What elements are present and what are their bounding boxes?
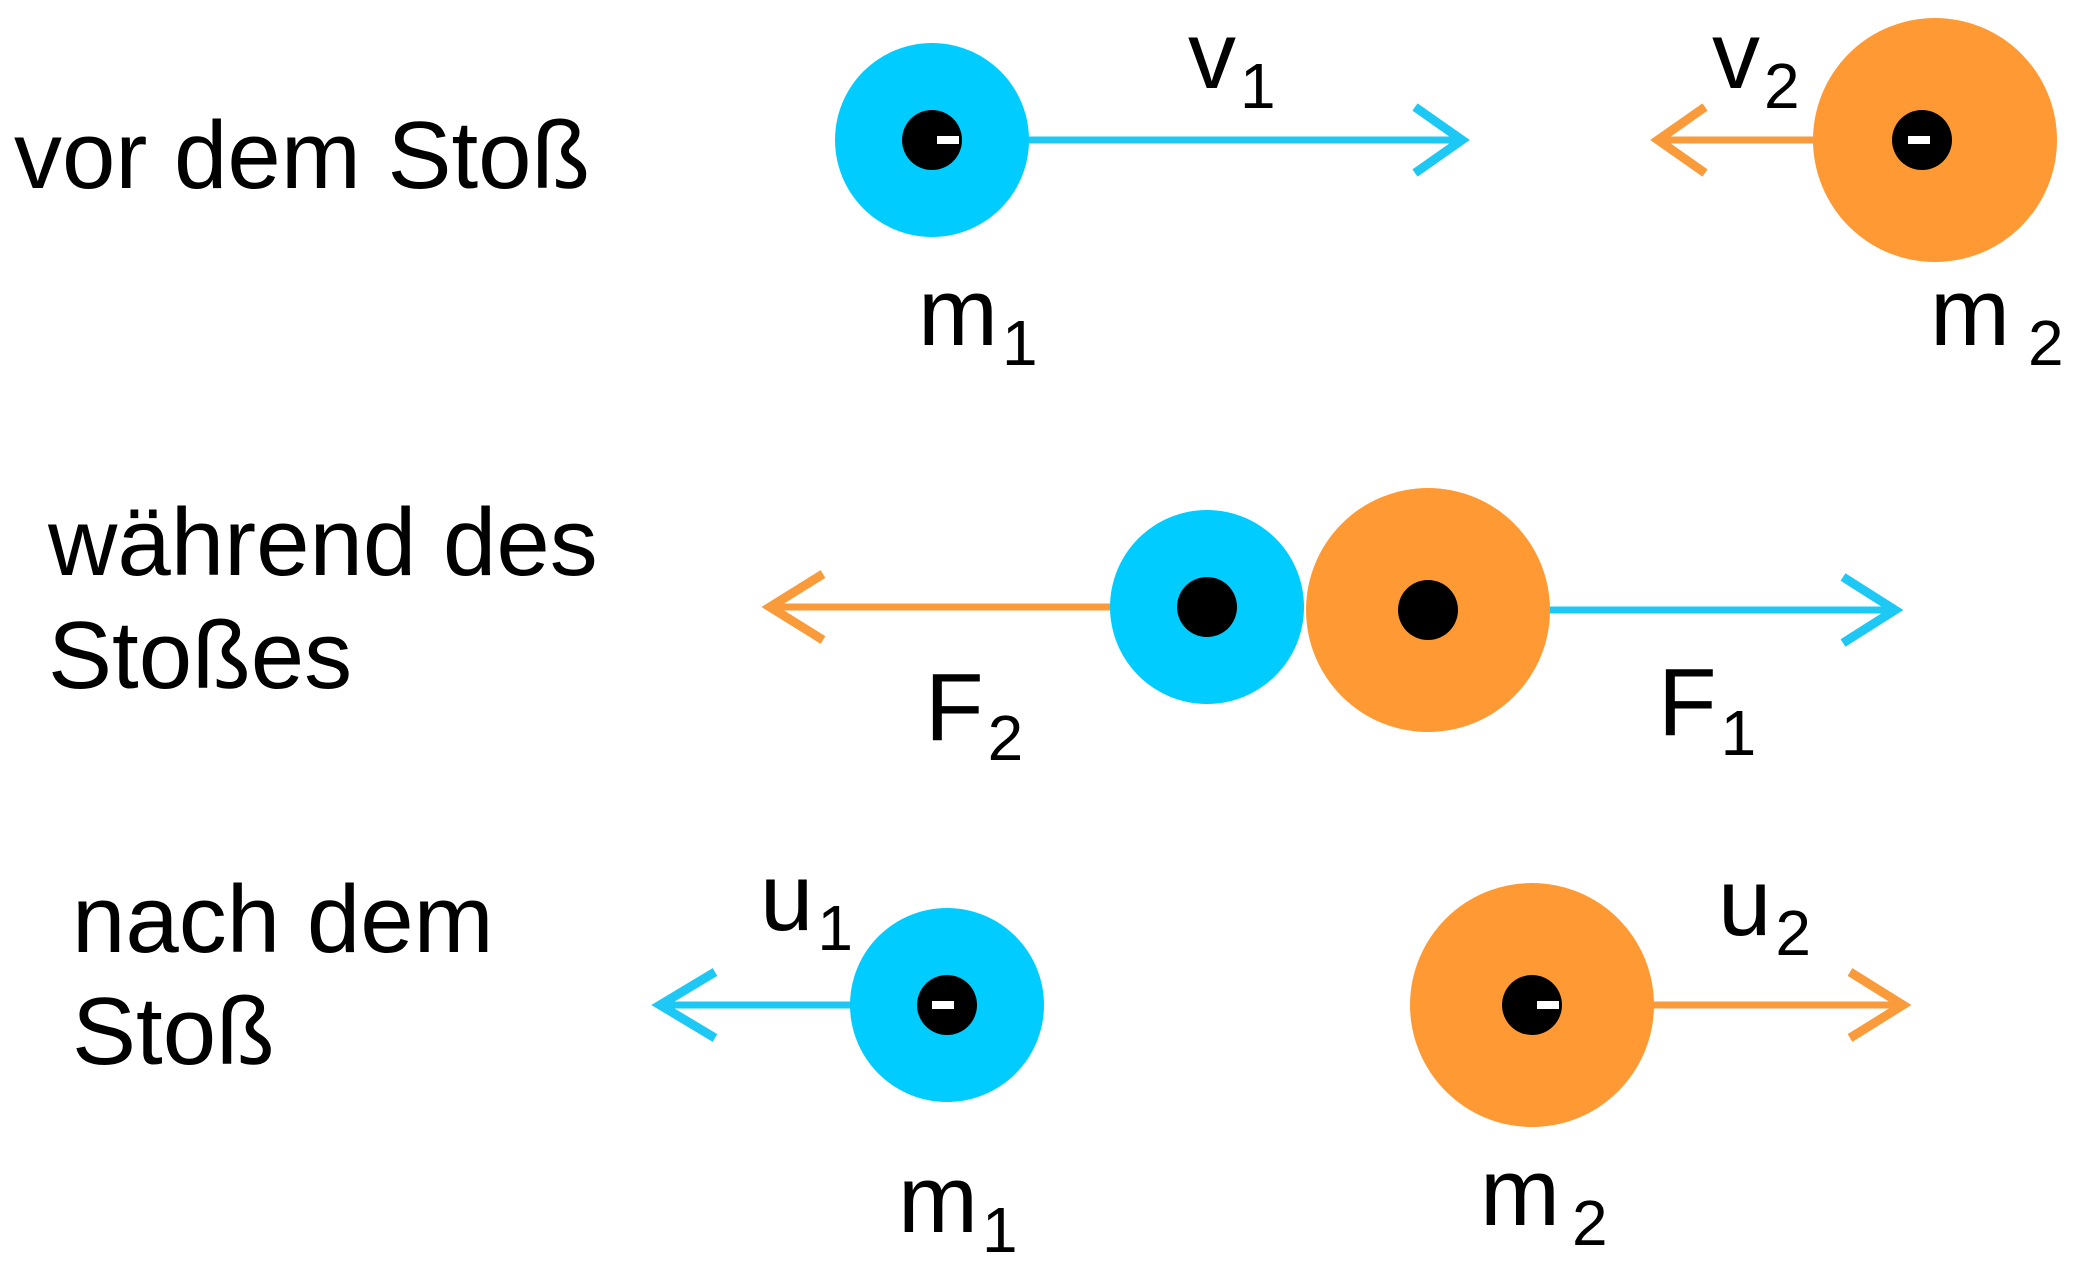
mass-1-center-dot <box>902 110 962 170</box>
mass-2-center-dot-after <box>1502 975 1562 1035</box>
row-label-after-line2: Stoß <box>72 978 275 1085</box>
label-u1: u1 <box>760 844 853 964</box>
label-v1: v1 <box>1188 2 1276 122</box>
velocity-v1-arrow <box>1020 103 1470 177</box>
mass-2-center-tick <box>1908 136 1930 144</box>
force-F1-arrow <box>1540 573 1904 647</box>
label-F2: F2 <box>925 654 1023 774</box>
label-u2: u2 <box>1718 849 1811 969</box>
mass-1-center-tick <box>937 136 959 144</box>
row-label-before: vor dem Stoß <box>14 102 590 209</box>
velocity-u2-arrow <box>1640 968 1912 1042</box>
row-during-collision: während des Stoßes F2 F1 <box>47 488 1904 774</box>
velocity-v2-arrow <box>1650 103 1820 177</box>
mass-2-center-tick-after <box>1537 1001 1559 1009</box>
mass-1-center-tick-after <box>932 1001 954 1009</box>
label-m1-before: m1 <box>918 259 1038 379</box>
force-F2-arrow <box>761 570 1122 644</box>
label-F1: F1 <box>1658 649 1756 769</box>
mass-1-center-dot-colliding <box>1177 577 1237 637</box>
row-label-during-line1: während des <box>47 489 598 596</box>
label-m1-after: m1 <box>898 1146 1018 1265</box>
row-label-after-line1: nach dem <box>72 866 494 973</box>
mass-2-center-dot-colliding <box>1398 580 1458 640</box>
row-label-during-line2: Stoßes <box>48 602 352 709</box>
velocity-u1-arrow <box>651 968 860 1042</box>
label-v2: v2 <box>1712 2 1800 122</box>
